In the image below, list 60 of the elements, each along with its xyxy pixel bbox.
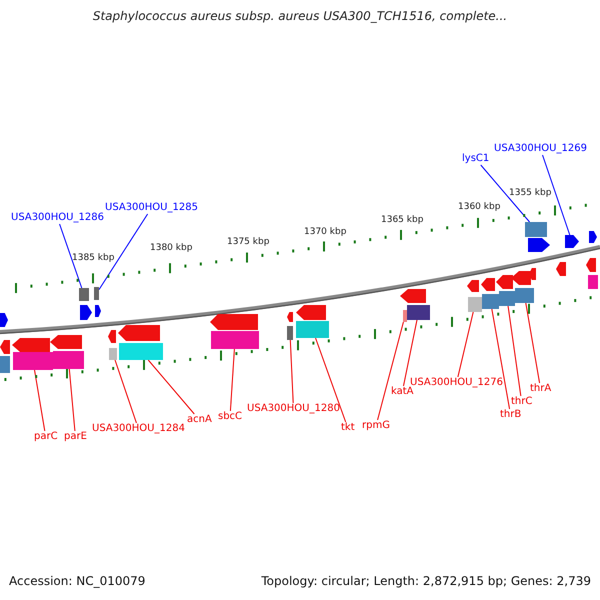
gene-label: USA300HOU_1269: [494, 143, 587, 155]
gene-block: [296, 321, 329, 338]
gene-block: [468, 297, 482, 312]
leader-line: [148, 360, 195, 414]
gene-block: [515, 288, 534, 303]
leader-line: [508, 306, 522, 396]
gene-block: [482, 294, 499, 309]
gene-label: rpmG: [362, 420, 390, 432]
gene-block: [109, 348, 117, 360]
leader-line: [68, 368, 76, 432]
accession-text: Accession: NC_010079: [9, 575, 146, 587]
gene-label: sbcC: [218, 411, 242, 423]
leader-line: [491, 308, 510, 410]
scale-label: 1375 kbp: [227, 236, 270, 248]
gene-label: parE: [64, 431, 87, 443]
summary-text: Topology: circular; Length: 2,872,915 bp; Genes: 2,739: [261, 575, 591, 587]
leader-line: [290, 340, 294, 404]
title: Staphylococcus aureus subsp. aureus USA300_TCH1516, complete...: [92, 10, 508, 22]
scale-label: 1355 kbp: [509, 187, 552, 199]
gene-label: USA300HOU_1284: [92, 423, 185, 435]
leader-line: [59, 224, 82, 288]
leader-line: [114, 360, 137, 424]
scale-label: 1365 kbp: [381, 214, 424, 226]
gene-block: [407, 305, 430, 320]
gene-label: USA300HOU_1280: [247, 403, 340, 415]
gene-block: [119, 343, 163, 360]
gene-label: USA300HOU_1285: [105, 202, 198, 214]
gene-label: parC: [34, 431, 58, 443]
gene-label: katA: [391, 386, 414, 398]
leader-line: [542, 154, 570, 236]
gene-block: [403, 310, 407, 322]
gene-label: acnA: [187, 414, 212, 426]
gene-label: USA300HOU_1286: [11, 212, 104, 224]
gene-block: [13, 352, 53, 370]
gene-label: thrC: [511, 396, 532, 408]
gene-label: tkt: [341, 422, 355, 434]
gene-block: [211, 331, 259, 349]
leader-line: [525, 302, 540, 384]
gene-label: thrA: [530, 383, 552, 395]
leader-line: [315, 338, 346, 422]
scale-label: 1385 kbp: [72, 252, 114, 264]
leader-line: [98, 214, 148, 290]
scale-label: 1370 kbp: [304, 226, 346, 238]
gene-block: [287, 326, 293, 340]
gene-block: [79, 288, 89, 301]
leader-line: [457, 312, 474, 378]
leader-line: [230, 348, 235, 412]
gene-label: lysC1: [462, 153, 490, 165]
leader-line: [34, 370, 46, 432]
scale-label: 1360 kbp: [458, 201, 500, 213]
gene-block: [525, 222, 547, 237]
leader-line: [377, 322, 404, 420]
leader-line: [402, 320, 418, 386]
leader-line: [480, 164, 530, 222]
gene-block: [53, 351, 84, 369]
gene-label: thrB: [500, 409, 522, 421]
scale-label: 1380 kbp: [150, 242, 192, 254]
gene-block: [94, 287, 99, 300]
gene-label: USA300HOU_1276: [410, 377, 503, 389]
gene-feature: [565, 235, 579, 248]
